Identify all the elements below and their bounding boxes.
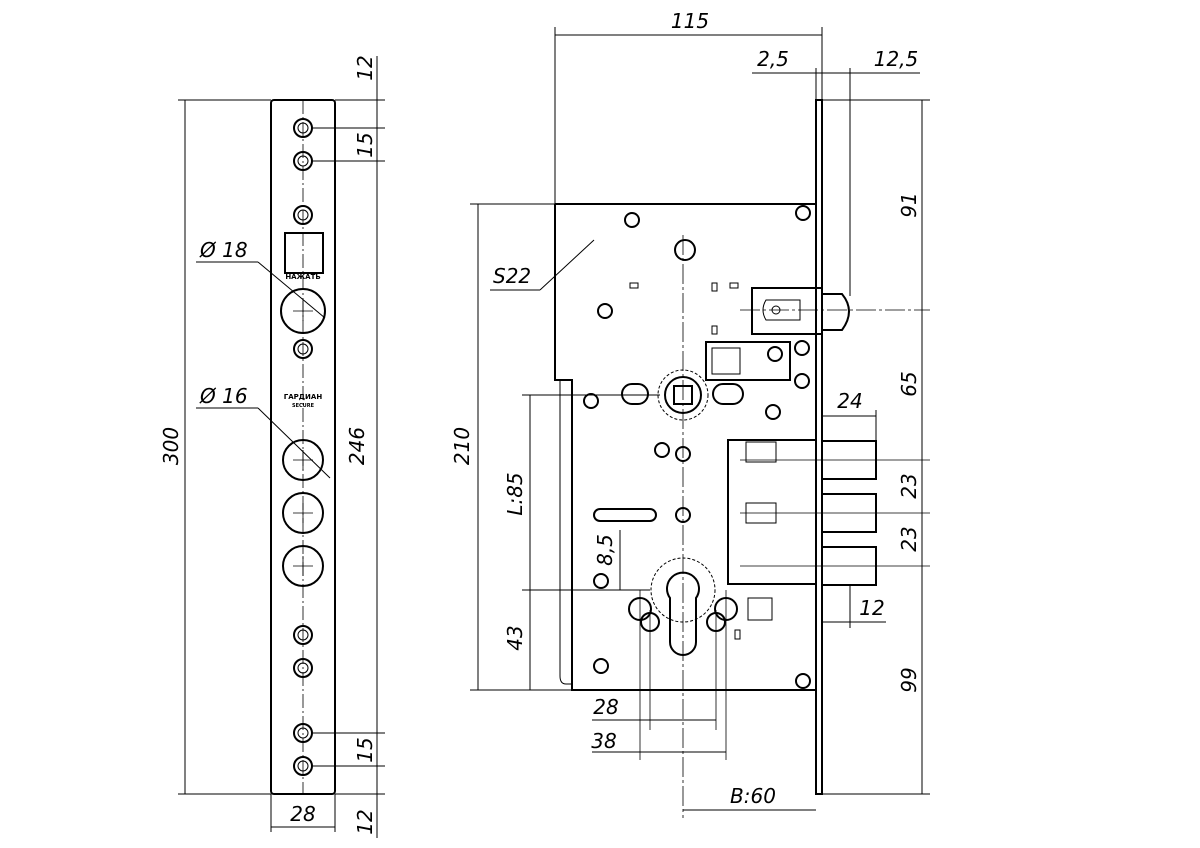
dim-total-height-label: 300: [159, 427, 183, 465]
dim-body-height-label: 210: [450, 427, 474, 465]
callout-s22-label: S22: [493, 264, 531, 288]
dim-bolt-width-label: 12: [859, 596, 884, 620]
slot-hole-right: [712, 383, 744, 405]
push-button-label: НАЖАТЬ: [285, 273, 320, 281]
body-hole: [795, 673, 811, 689]
small-square-slot: [747, 597, 773, 621]
body-hole: [593, 573, 609, 589]
dim-plate-latch: 2,5 12,5: [752, 47, 920, 296]
callout-dia-16: Ø 16: [196, 384, 331, 479]
rivet: [629, 282, 639, 289]
latch-housing: [751, 287, 823, 335]
lever-plate: [705, 341, 791, 381]
dim-bolt-sizes: 24 12: [822, 389, 886, 628]
rivet: [711, 282, 718, 292]
dim-screw-offset: 8,5: [593, 530, 621, 590]
faceplate-screw-hole: [293, 339, 313, 359]
dim-plate-thickness-label: 2,5: [757, 47, 789, 71]
callout-dia-18-label: Ø 18: [199, 238, 248, 262]
dim-total-height: 300: [159, 99, 271, 795]
body-hole: [583, 393, 599, 409]
carrier-slot: [745, 441, 777, 463]
lock-body-view: 115 2,5 12,5 210 L:85 43 8,5: [450, 9, 930, 818]
body-hole: [654, 442, 670, 458]
push-button-window: [284, 232, 324, 274]
body-hole: [795, 205, 811, 221]
keyhole-right: [706, 597, 738, 632]
body-hole: [624, 212, 640, 228]
body-hole: [765, 404, 781, 420]
body-hole: [794, 340, 810, 356]
dim-backset-b-label: B:60: [730, 784, 776, 808]
dim-screw-spacing-top-label: 15: [353, 132, 377, 157]
dim-top-offset-label: 91: [897, 192, 921, 217]
deadbolt-carrier: [727, 439, 817, 585]
bolt-hole: [282, 439, 324, 481]
faceplate-view: НАЖАТЬ ГАРДИАН SECURE 300: [159, 55, 385, 838]
body-hole: [597, 303, 613, 319]
lock-case-outline: [554, 203, 816, 691]
dim-backset-vertical: L:85 43: [503, 394, 660, 690]
keyhole-left: [628, 597, 660, 632]
brand-label: ГАРДИАН: [284, 393, 323, 401]
elongated-slot: [593, 508, 657, 522]
bolt-hole: [282, 492, 324, 534]
dim-pin-distances: 28 38 B:60: [591, 695, 816, 811]
dim-faceplate-right: 12 15 246 15 12: [312, 55, 385, 838]
rivet: [734, 629, 741, 640]
callout-s22: S22: [490, 239, 595, 291]
dim-overall-width-label: 115: [671, 9, 709, 33]
brand-sublabel: SECURE: [292, 403, 315, 409]
latch-hole: [280, 288, 326, 334]
latch-head: [822, 293, 850, 331]
rivet: [729, 282, 739, 289]
latch-slot: [762, 299, 801, 321]
dim-hole-span-label: 246: [345, 427, 369, 465]
body-hole: [593, 658, 609, 674]
case-fold: [559, 380, 572, 685]
dim-bolt-pitch-1-label: 23: [897, 473, 921, 498]
dim-overall-width: 115: [554, 9, 823, 204]
dim-cylinder-offset-label: 43: [503, 625, 527, 650]
faceplate-screw-hole: [293, 205, 313, 225]
center-lines: [639, 235, 930, 818]
dim-bottom-margin-label: 12: [353, 809, 377, 834]
rivet: [711, 325, 718, 335]
bolt-hole: [282, 545, 324, 587]
dim-faceplate-width-label: 28: [290, 802, 315, 826]
dim-screw-spacing-bottom-label: 15: [353, 737, 377, 762]
faceplate-screw-hole: [293, 658, 313, 678]
dim-screw-offset-label: 8,5: [593, 534, 617, 566]
dim-bottom-offset-label: 99: [897, 667, 921, 692]
dim-faceplate-width: 28: [270, 794, 336, 832]
dim-backset-label: L:85: [503, 472, 527, 515]
dim-pin-38-label: 38: [591, 729, 616, 753]
dim-body-height: 210: [450, 203, 572, 691]
dim-top-margin-label: 12: [353, 55, 377, 80]
dim-latch-projection-label: 12,5: [874, 47, 919, 71]
dim-bolt-pitch-2-label: 23: [897, 526, 921, 551]
dim-bolt-throw-label: 24: [837, 389, 862, 413]
body-hole: [767, 346, 783, 362]
dim-pin-28-label: 28: [593, 695, 618, 719]
body-hole: [674, 239, 696, 261]
slot-hole-left: [621, 383, 649, 405]
body-hole: [794, 373, 810, 389]
dim-right-chain: 91 65 23 23 99: [822, 99, 930, 795]
callout-dia-16-label: Ø 16: [199, 384, 248, 408]
callout-dia-18: Ø 18: [196, 238, 326, 319]
faceplate-screw-hole: [293, 625, 313, 645]
dim-spindle-cylinder-label: 65: [897, 371, 921, 396]
lever-inner: [711, 347, 741, 375]
